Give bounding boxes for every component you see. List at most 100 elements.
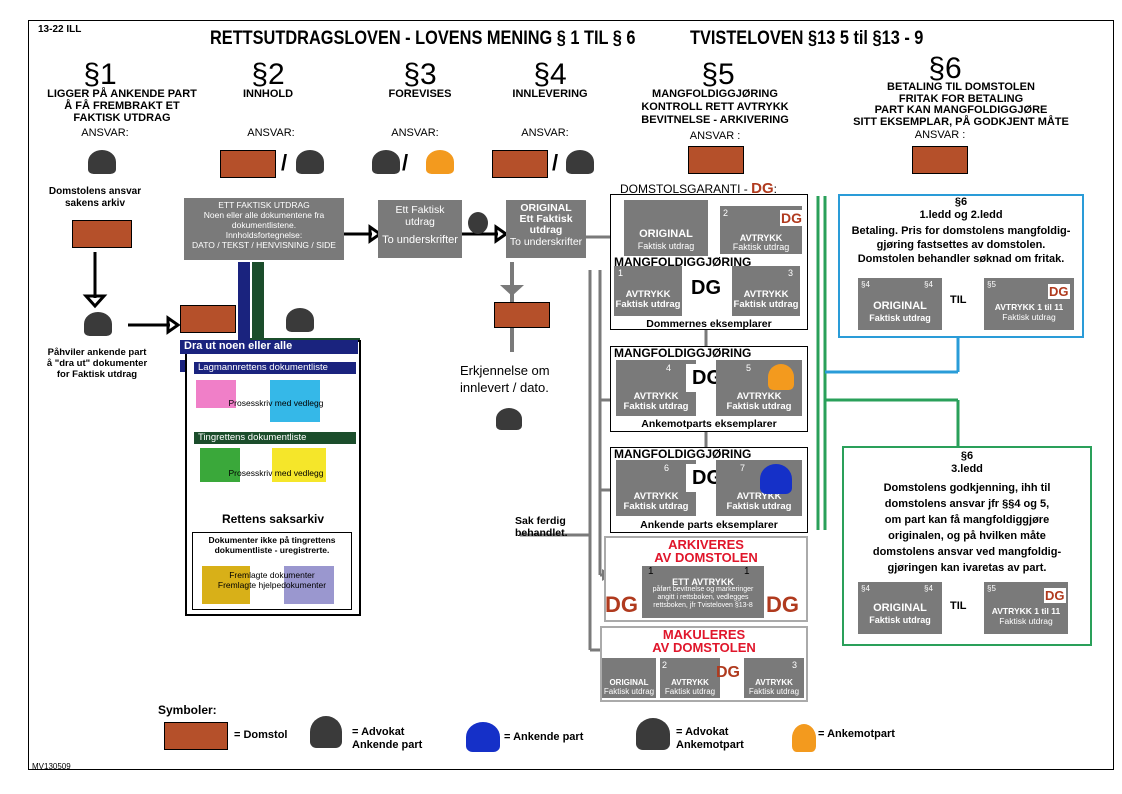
section-1-head: LIGGER PÅ ANKENDE PART Å FÅ FREMBRAKT ET… — [47, 88, 197, 124]
s1-domstol-ansvar: Domstolens ansvar sakens arkiv — [48, 186, 142, 209]
doc-code: 13-22 ILL — [38, 24, 82, 35]
prosesskriv-2: Prosesskriv med vedlegg — [228, 468, 324, 478]
dg-mark: DG — [716, 664, 740, 681]
lawyer-icon — [636, 718, 670, 750]
s3-box-top: Ett Faktisk utdrag — [395, 204, 445, 228]
section-2-ansvar: ANSVAR: — [247, 127, 295, 139]
section-3-number: §3 — [403, 58, 437, 91]
dg-mark: DG — [751, 180, 774, 197]
dg-mark: DG — [1048, 284, 1070, 299]
page-frame — [28, 20, 1114, 770]
mangfold-heading-3: MANGFOLDIGGJØRING — [614, 447, 752, 461]
section-5-head: MANGFOLDIGGJØRING KONTROLL RETT AVTRYKK … — [641, 88, 789, 126]
sak-ferdig: Sak ferdig behandlet. — [515, 515, 568, 539]
section-4-ansvar: ANSVAR: — [521, 127, 569, 139]
lawyer-icon — [88, 150, 116, 174]
erkjennelse-text: Erkjennelse om innlevert / dato. — [460, 363, 550, 395]
dg-mark: DG — [766, 592, 799, 617]
uregistrerte-text: Dokumenter ikke på tingrettens dokumentl… — [208, 535, 336, 555]
garanti-colon: : — [773, 182, 777, 196]
footer-code: MV130509 — [32, 762, 71, 771]
til-label: TIL — [950, 600, 967, 612]
court-icon — [492, 150, 548, 178]
green-pole — [252, 262, 264, 352]
ankemotpart-icon — [768, 364, 794, 390]
pink-docs — [196, 380, 236, 408]
s6-box2-body: Domstolens godkjenning, ihh til domstole… — [872, 482, 1062, 574]
ankende-label: Ankende parts eksemplarer — [640, 519, 778, 531]
dommernes-label: Dommernes eksemplarer — [646, 318, 772, 330]
section-5-number: §5 — [701, 58, 735, 91]
court-icon — [164, 722, 228, 750]
green-docs — [200, 448, 240, 482]
prosesskriv-1: Prosesskriv med vedlegg — [228, 398, 324, 408]
lawyer-icon — [566, 150, 594, 174]
arrow-3-4-head — [494, 224, 509, 244]
dg-mark: DG — [684, 268, 728, 308]
section-3-head: FOREVISES — [388, 88, 452, 100]
dra-ut-header: Dra ut noen eller alle — [180, 340, 358, 354]
faktisk-label: Faktisk utdrag — [637, 241, 695, 251]
lavender-docs — [284, 566, 334, 604]
arrow-s4-head — [500, 285, 524, 296]
lawyer-icon — [296, 150, 324, 174]
makuleres-label: MAKULERES AV DOMSTOLEN — [652, 627, 756, 655]
domstolsgaranti: DOMSTOLSGARANTI - DG: — [620, 180, 777, 197]
arkiveres-label: ARKIVERES AV DOMSTOLEN — [654, 537, 758, 565]
s3-box: Ett Faktisk utdrag To underskrifter — [378, 200, 462, 258]
ankemot-label: Ankemotparts eksemplarer — [641, 418, 777, 430]
section-4-head: INNLEVERING — [512, 88, 588, 100]
section-1-ansvar: ANSVAR: — [81, 127, 129, 139]
court-icon — [180, 305, 236, 333]
legend-advokat-ankemot: = Advokat Ankemotpart — [676, 726, 744, 751]
section-5-ansvar: ANSVAR : — [689, 130, 741, 142]
legend-advokat-ankende: = Advokat Ankende part — [352, 726, 423, 751]
page-title: RETTSUTDRAGSLOVEN - LOVENS MENING § 1 TI… — [210, 28, 636, 49]
dg-mark: DG — [1044, 588, 1066, 603]
court-icon — [220, 150, 276, 178]
ankemotpart-icon — [426, 150, 454, 174]
yellow-docs — [272, 448, 326, 482]
ankende-part-icon — [760, 464, 792, 494]
arrow-2-3-head — [368, 224, 383, 244]
s6-box1-body: Betaling. Pris for domstolens mangfoldig… — [851, 225, 1071, 265]
lawyer-icon — [286, 308, 314, 332]
mangfold-heading-2: MANGFOLDIGGJØRING — [614, 346, 752, 360]
section-2-number: §2 — [251, 58, 285, 91]
lawyer-icon — [310, 716, 342, 748]
s2-faktisk-utdrag-box: ETT FAKTISK UTDRAG Noen eller alle dokum… — [184, 198, 344, 260]
s4-box-top: ORIGINAL Ett Faktisk utdrag — [519, 202, 573, 236]
legend-ankemot: = Ankemotpart — [818, 728, 895, 740]
fremlagte-text: Fremlagte dokumenter Fremlagte hjelpedok… — [217, 570, 327, 590]
court-icon — [494, 302, 550, 328]
lagmann-list: Lagmannrettens dokumentliste — [194, 362, 356, 374]
original-label: ORIGINAL — [639, 228, 693, 240]
saksarkiv-title: Rettens saksarkiv — [221, 512, 325, 526]
section-6-number: §6 — [928, 52, 962, 85]
cyan-docs — [270, 380, 320, 422]
court-icon — [688, 146, 744, 174]
s6-box1-head: §6 1.ledd og 2.ledd — [919, 196, 1003, 221]
slash-sep: / — [281, 150, 288, 175]
dg-mark: DG — [780, 210, 803, 226]
arrow-s1-right-head — [166, 315, 181, 335]
s6-box2-head: §6 3.ledd — [951, 450, 983, 475]
section-2-head: INNHOLD — [242, 88, 294, 100]
s4-box-bottom: To underskrifter — [509, 236, 583, 248]
ochre-docs — [202, 566, 250, 604]
arrow-s1-head — [82, 294, 108, 309]
lawyer-icon — [84, 312, 112, 336]
